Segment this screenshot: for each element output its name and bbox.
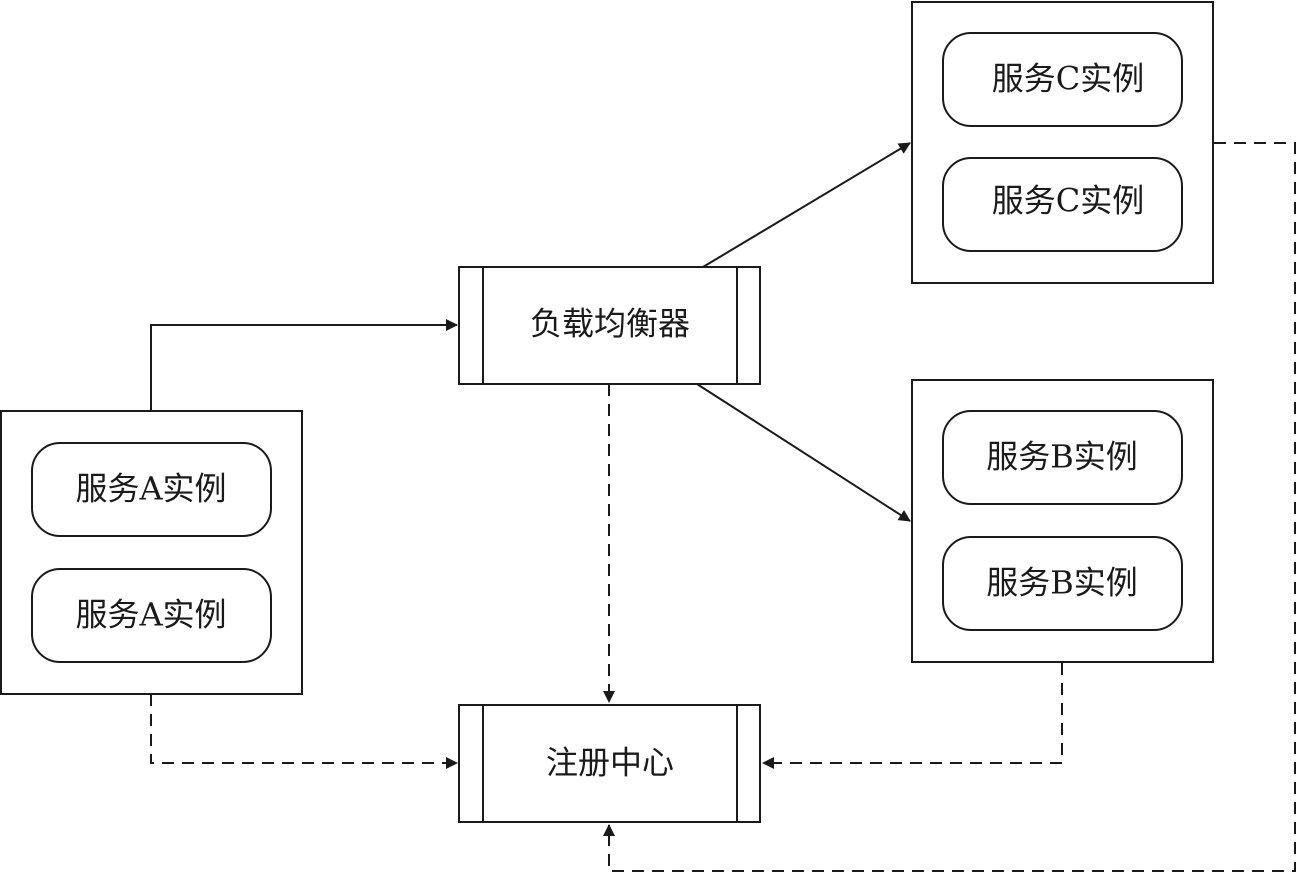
edge-service-a-to-registry [150,694,458,769]
service-a-instance-2: 服务A实例 [31,568,272,663]
service-b-group: 服务B实例 服务B实例 [911,379,1214,663]
service-b-instance-1-label: 服务B实例 [986,438,1138,476]
service-a-instance-1: 服务A实例 [31,442,272,537]
registry-label: 注册中心 [546,744,674,782]
service-c-instance-2-label: 服务C实例 [992,182,1145,220]
load-balancer-node: 负载均衡器 [458,266,761,385]
service-b-instance-2: 服务B实例 [942,536,1183,631]
service-c-instance-2: 服务C实例 [942,157,1183,252]
edge-service-c-to-registry [603,142,1296,872]
service-a-instance-1-label: 服务A实例 [75,470,226,508]
edge-service-a-to-load-balancer [150,319,458,411]
registry-node: 注册中心 [458,704,761,823]
edge-load-balancer-to-service-c [702,142,911,268]
service-c-group: 服务C实例 服务C实例 [911,1,1214,284]
edge-load-balancer-to-service-b [696,383,911,522]
edge-service-b-to-registry [762,663,1063,769]
service-b-instance-1: 服务B实例 [942,410,1183,505]
service-a-instance-2-label: 服务A实例 [75,596,226,634]
load-balancer-label: 负载均衡器 [530,305,690,343]
service-c-instance-1: 服务C实例 [942,32,1183,127]
service-b-instance-2-label: 服务B实例 [986,564,1138,602]
service-c-instance-1-label: 服务C实例 [992,60,1145,98]
service-a-group: 服务A实例 服务A实例 [0,410,303,695]
